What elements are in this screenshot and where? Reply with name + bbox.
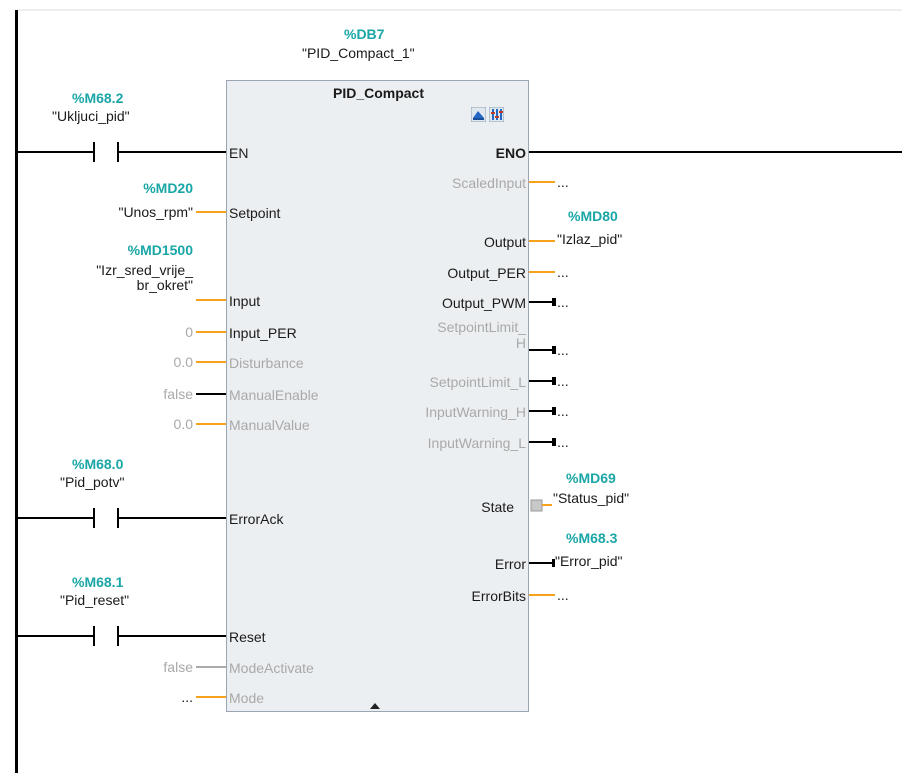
input-per-operand[interactable]: 0 (185, 324, 193, 340)
manual-value-operand[interactable]: 0.0 (173, 416, 193, 432)
error-operand[interactable]: "Error_pid" (555, 553, 623, 569)
contact-en-address: %M68.2 (72, 90, 124, 106)
pin-input-warning-h: InputWarning_H (425, 404, 526, 420)
input-warning-l-operand[interactable]: ... (557, 434, 569, 450)
pid-compact-block[interactable]: PID_Compact EN Setpoint Input Input_PER … (226, 80, 529, 712)
mode-operand[interactable]: ... (181, 689, 193, 705)
error-bits-operand[interactable]: ... (557, 587, 569, 603)
disturbance-operand[interactable]: 0.0 (173, 354, 193, 370)
output-per-operand[interactable]: ... (557, 264, 569, 280)
configuration-icon[interactable] (488, 106, 505, 123)
pin-input-per: Input_PER (229, 325, 297, 341)
pin-setpoint-limit-h-line1: SetpointLimit_ (437, 319, 526, 335)
contact-erroracK-name[interactable]: "Pid_potv" (60, 474, 125, 490)
instance-db-name: "PID_Compact_1" (302, 45, 415, 61)
state-address: %MD69 (566, 470, 616, 486)
mode-activate-operand[interactable]: false (163, 659, 193, 675)
pin-state: State (481, 499, 514, 515)
setpoint-operand[interactable]: "Unos_rpm" (118, 204, 193, 220)
pin-setpoint: Setpoint (229, 205, 281, 221)
pin-error: Error (494, 556, 526, 572)
contact-reset-address: %M68.1 (72, 574, 124, 590)
pin-input: Input (229, 293, 261, 309)
scaled-input-operand[interactable]: ... (557, 174, 569, 190)
pin-input-warning-l: InputWarning_L (427, 435, 526, 451)
pin-output: Output (483, 234, 526, 250)
pin-setpoint-limit-h-line2: H (515, 335, 526, 351)
contact-en-name[interactable]: "Ukljuci_pid" (52, 108, 130, 124)
input-operand-line1[interactable]: "Izr_sred_vrije_ (96, 262, 193, 278)
state-operand[interactable]: "Status_pid" (553, 490, 630, 506)
left-power-rail (15, 10, 18, 773)
contact-reset-name[interactable]: "Pid_reset" (60, 592, 130, 608)
pin-scaled-input: ScaledInput (452, 175, 526, 191)
output-address: %MD80 (568, 208, 618, 224)
no-contact-en[interactable] (93, 142, 119, 162)
pin-output-per: Output_PER (447, 265, 526, 281)
pin-reset: Reset (229, 629, 266, 645)
contact-erroracK-address: %M68.0 (72, 456, 124, 472)
pin-error-bits: ErrorBits (471, 588, 526, 604)
commissioning-icon[interactable] (470, 106, 487, 123)
pin-mode: Mode (229, 690, 265, 706)
pin-eno: ENO (495, 145, 526, 161)
pin-error-ack: ErrorAck (229, 511, 284, 527)
pin-setpoint-limit-l: SetpointLimit_L (429, 374, 526, 390)
error-address: %M68.3 (566, 530, 618, 546)
setpoint-limit-h-operand[interactable]: ... (557, 342, 569, 358)
no-contact-reset[interactable] (93, 626, 119, 646)
input-warning-h-operand[interactable]: ... (557, 403, 569, 419)
manual-enable-operand[interactable]: false (163, 386, 193, 402)
expand-arrow-icon[interactable] (370, 703, 380, 709)
input-operand-line2[interactable]: br_okret" (136, 277, 193, 293)
pin-manual-enable: ManualEnable (229, 387, 319, 403)
pin-manual-value: ManualValue (229, 417, 310, 433)
no-contact-erroracK[interactable] (93, 508, 119, 528)
pin-disturbance: Disturbance (229, 355, 304, 371)
pin-output-pwm: Output_PWM (441, 295, 526, 311)
block-type-title: PID_Compact (332, 85, 425, 101)
output-pwm-operand[interactable]: ... (557, 294, 569, 310)
setpoint-address: %MD20 (143, 180, 193, 196)
instance-db-address: %DB7 (344, 26, 385, 42)
input-address: %MD1500 (127, 242, 193, 258)
pin-mode-activate: ModeActivate (229, 660, 314, 676)
pin-en: EN (229, 145, 249, 161)
setpoint-limit-l-operand[interactable]: ... (557, 373, 569, 389)
output-operand[interactable]: "Izlaz_pid" (557, 231, 623, 247)
